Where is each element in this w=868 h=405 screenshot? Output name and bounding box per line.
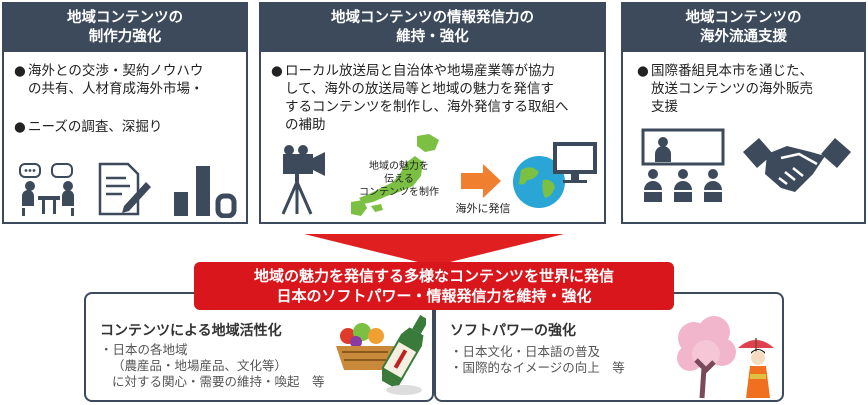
- panel-title-line1: 地域コンテンツの情報発信力の: [331, 10, 534, 26]
- box-item-line2: ・国際的なイメージの向上 等: [450, 360, 625, 375]
- map-caption: 地域の魅力を 伝える コンテンツを制作: [351, 160, 447, 199]
- cherry-blossom-icon: [677, 316, 736, 399]
- box-title: コンテンツによる地域活性化: [100, 323, 282, 339]
- summary-banner: 地域の魅力を発信する多様なコンテンツを世界に発信 日本のソフトパワー・情報発信力…: [194, 262, 674, 310]
- bullet-text-line4: の補助: [285, 117, 326, 133]
- panel-header: 地域コンテンツの情報発信力の 維持・強化: [261, 4, 604, 52]
- bullet-text-line2: の共有、人材育成海外市場・: [28, 81, 204, 97]
- banner-line2: 日本のソフトパワー・情報発信力を維持・強化: [276, 287, 592, 305]
- box-item: ・日本文化・日本語の普及 ・国際的なイメージの向上 等: [450, 344, 690, 376]
- box-item-line1: ・日本文化・日本語の普及: [450, 344, 601, 359]
- regional-revitalization-box: コンテンツによる地域活性化 ・日本の各地域 （農産品・地場産品、文化等） に対す…: [84, 292, 434, 402]
- box-title: ソフトパワーの強化: [450, 323, 576, 339]
- bullet-item: ● ローカル放送局と自治体や地場産業等が協力 して、海外の放送局等と地域の魅力を…: [271, 62, 601, 134]
- bullet-item: ● 国際番組見本市を通じた、 放送コンテンツの海外販売 支援: [637, 62, 862, 116]
- bullet-text-line2: 放送コンテンツの海外販売: [651, 81, 813, 97]
- kimono-girl-icon: [738, 338, 774, 398]
- bullet-text-line1: 国際番組見本市を通じた、: [651, 63, 813, 79]
- panel-production-capacity: 地域コンテンツの 制作力強化 ● 海外との交渉・契約ノウハウ の共有、人材育成海…: [2, 2, 248, 224]
- panel-title-line2: 海外流通支援: [700, 29, 787, 45]
- bullet-item: ● 海外との交渉・契約ノウハウ の共有、人材育成海外市場・: [14, 62, 244, 98]
- bullet-item: ● ニーズの調査、深掘り: [14, 118, 244, 136]
- arrow-right-icon: [461, 164, 501, 198]
- bar-chart-icon: [174, 166, 237, 218]
- handshake-icon: [743, 138, 851, 192]
- panel-overseas-distribution: 地域コンテンツの 海外流通支援 ● 国際番組見本市を通じた、 放送コンテンツの海…: [621, 2, 866, 224]
- panel-information-dissemination: 地域コンテンツの情報発信力の 維持・強化 ● ローカル放送局と自治体や地場産業等…: [259, 2, 606, 224]
- box-item-line3: に対する関心・需要の維持・喚起 等: [112, 374, 325, 389]
- document-edit-icon: [98, 162, 151, 216]
- panel-title-line2: 維持・強化: [396, 29, 469, 45]
- produce-basket-icon: [336, 323, 394, 370]
- bullet-text-line2: して、海外の放送局等と地域の魅力を発信す: [285, 81, 554, 97]
- sake-bottle-icon: [382, 314, 426, 395]
- bullet-text-line3: 支援: [651, 99, 678, 115]
- overseas-label: 海外に発信: [455, 202, 511, 215]
- bullet-dot: ●: [14, 63, 26, 79]
- bullet-dot: ●: [14, 119, 26, 135]
- bullet-dot: ●: [271, 63, 283, 79]
- japan-map-icon: [351, 134, 439, 216]
- panel-title-line1: 地域コンテンツの: [685, 10, 802, 26]
- monitor-icon: [553, 142, 597, 183]
- panel-title-line2: 制作力強化: [88, 29, 162, 45]
- video-camera-icon: [281, 145, 325, 215]
- meeting-icon: [19, 163, 74, 216]
- banner-line1: 地域の魅力を発信する多様なコンテンツを世界に発信: [253, 267, 614, 285]
- down-arrow-icon: [304, 234, 564, 266]
- bullet-text-line3: するコンテンツを制作し、海外発信する取組へ: [285, 99, 569, 115]
- bullet-text-line1: ローカル放送局と自治体や地場産業等が協力: [285, 63, 555, 79]
- panel-header: 地域コンテンツの 制作力強化: [4, 4, 246, 52]
- map-caption-line3: コンテンツを制作: [359, 187, 439, 198]
- globe-icon: [513, 156, 565, 208]
- box-item: ・日本の各地域 （農産品・地場産品、文化等） に対する関心・需要の維持・喚起 等: [100, 342, 360, 390]
- box-item-line2: （農産品・地場産品、文化等）: [112, 358, 288, 373]
- box-item-line1: ・日本の各地域: [100, 342, 188, 357]
- bullet-dot: ●: [637, 63, 649, 79]
- soft-power-box: ソフトパワーの強化 ・日本文化・日本語の普及 ・国際的なイメージの向上 等: [434, 292, 784, 402]
- bullet-text: ニーズの調査、深掘り: [28, 119, 163, 135]
- presentation-icon: [641, 128, 725, 202]
- bullet-text-line1: 海外との交渉・契約ノウハウ: [28, 63, 204, 79]
- panel-title-line1: 地域コンテンツの: [67, 10, 183, 26]
- map-caption-line2: 伝える: [384, 174, 414, 185]
- panel-header: 地域コンテンツの 海外流通支援: [623, 4, 864, 52]
- map-caption-line1: 地域の魅力を: [369, 161, 429, 172]
